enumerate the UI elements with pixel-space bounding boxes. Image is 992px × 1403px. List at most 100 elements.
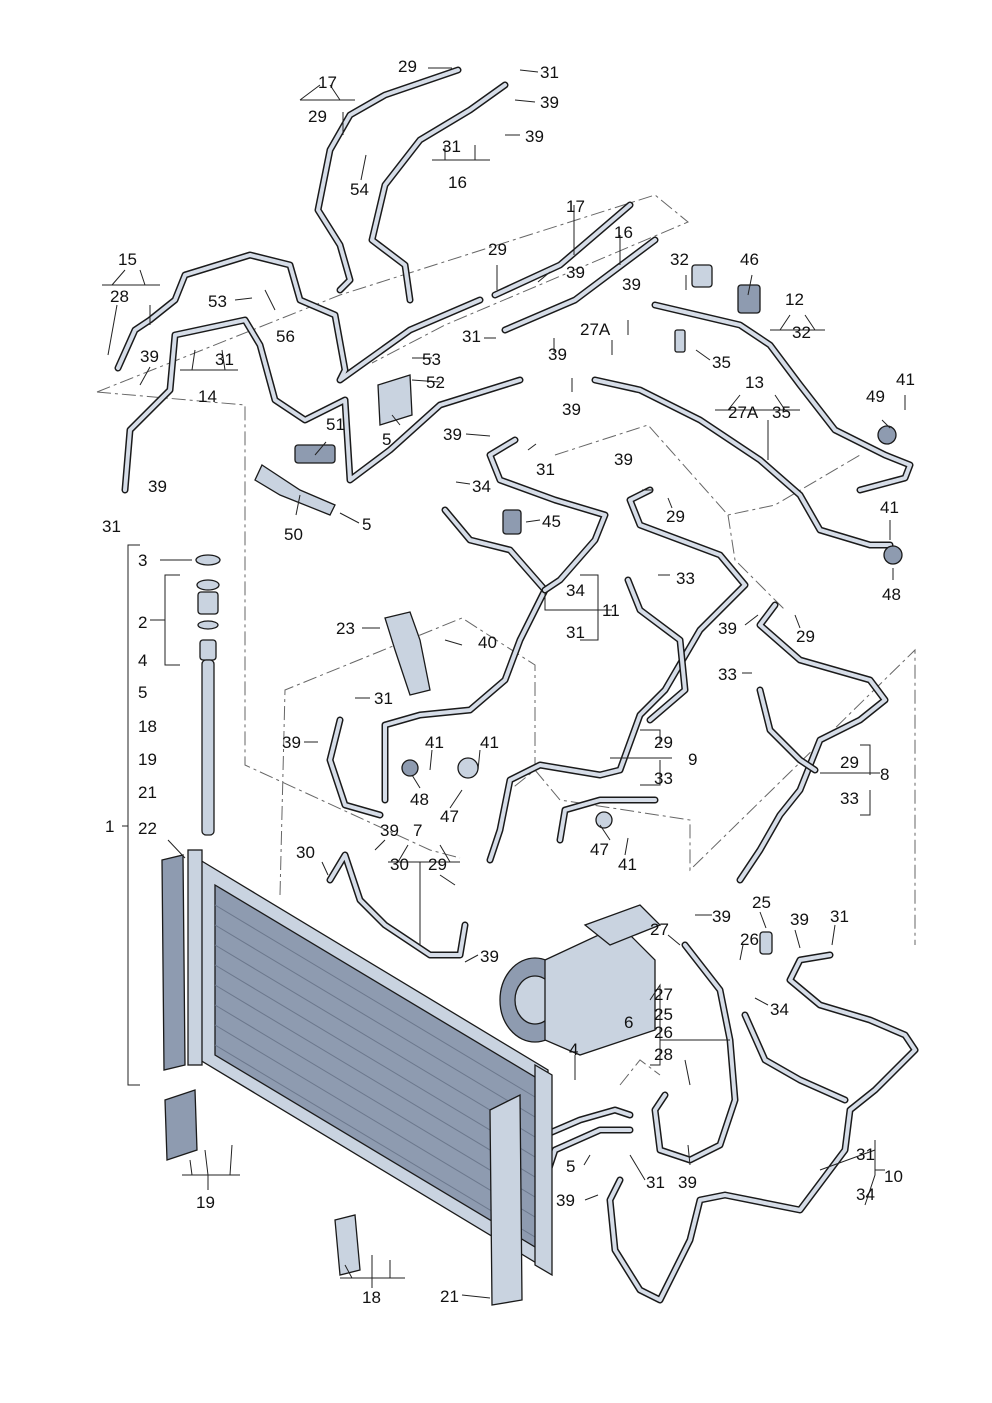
- callout-7: 7: [413, 821, 422, 840]
- clamp-47a: [457, 757, 479, 779]
- hose-compressor-suction: [556, 796, 659, 844]
- condenser-side-tank-left: [187, 849, 203, 1066]
- callout-39: 39: [614, 450, 633, 469]
- seal-strip-22: [161, 854, 186, 1071]
- callout-18: 18: [138, 717, 157, 736]
- callout-27: 27: [654, 985, 673, 1004]
- callout-39: 39: [678, 1173, 697, 1192]
- small-components: [254, 264, 903, 955]
- compressor: [499, 904, 662, 1056]
- hose-17-upper: [491, 201, 634, 299]
- refrigerant-lines: [114, 66, 919, 1304]
- callout-31: 31: [102, 517, 121, 536]
- hose-16-upper: [501, 236, 659, 334]
- hose-8-33: [736, 601, 889, 884]
- callout-32: 32: [670, 250, 689, 269]
- receiver-dryer: [195, 554, 221, 836]
- callout-29: 29: [666, 507, 685, 526]
- callout-30: 30: [390, 855, 409, 874]
- air-guide-21: [489, 1093, 523, 1306]
- callout-51: 51: [326, 415, 345, 434]
- hose-6-28: [651, 941, 739, 1164]
- callout-5: 5: [566, 1157, 575, 1176]
- bracket-19: [164, 1089, 198, 1161]
- holder-51: [294, 444, 336, 464]
- callout-22: 22: [138, 819, 157, 838]
- callout-32: 32: [792, 323, 811, 342]
- callout-14: 14: [198, 387, 217, 406]
- callout-27A: 27A: [728, 403, 759, 422]
- hose-17-29: [314, 66, 462, 294]
- bracket-23: [384, 611, 431, 696]
- valve-32: [691, 264, 713, 288]
- callout-41: 41: [425, 733, 444, 752]
- callout-21: 21: [138, 783, 157, 802]
- callout-34: 34: [770, 1000, 789, 1019]
- callout-4: 4: [569, 1040, 578, 1059]
- callout-35: 35: [772, 403, 791, 422]
- hose-13-35: [591, 376, 894, 549]
- callout-33: 33: [654, 769, 673, 788]
- callout-6: 6: [624, 1013, 633, 1032]
- callout-29: 29: [488, 240, 507, 259]
- callout-31: 31: [442, 137, 461, 156]
- hose-condenser-outlet: [541, 1106, 634, 1139]
- callout-39: 39: [380, 821, 399, 840]
- callout-29: 29: [428, 855, 447, 874]
- callout-29: 29: [398, 57, 417, 76]
- callout-18: 18: [362, 1288, 381, 1307]
- callout-15: 15: [118, 250, 137, 269]
- callout-41: 41: [480, 733, 499, 752]
- callout-39: 39: [282, 733, 301, 752]
- clamp-49: [877, 425, 897, 445]
- callout-31: 31: [646, 1173, 665, 1192]
- condenser-fins: [214, 904, 541, 1241]
- callout-33: 33: [676, 569, 695, 588]
- callout-54: 54: [350, 180, 369, 199]
- callout-31: 31: [374, 689, 393, 708]
- callout-29: 29: [840, 753, 859, 772]
- callout-45: 45: [542, 512, 561, 531]
- callout-49: 49: [866, 387, 885, 406]
- switch-25: [759, 931, 773, 955]
- hose-7-upper: [326, 716, 384, 819]
- callout-4: 4: [138, 651, 147, 670]
- callout-33: 33: [718, 665, 737, 684]
- callout-27A: 27A: [580, 320, 611, 339]
- bracket-50: [254, 464, 336, 516]
- callout-labels: 17 29 29 31 39 39 31 16 54 17 16 29 39 3…: [102, 57, 915, 1307]
- hose-8-lower: [756, 686, 819, 774]
- callout-23: 23: [336, 619, 355, 638]
- callout-31: 31: [856, 1145, 875, 1164]
- callout-19: 19: [138, 750, 157, 769]
- callout-39: 39: [718, 619, 737, 638]
- callout-39: 39: [148, 477, 167, 496]
- condenser-side-tank-right: [534, 1063, 553, 1277]
- callout-29: 29: [308, 107, 327, 126]
- callout-12: 12: [785, 290, 804, 309]
- callout-25: 25: [654, 1005, 673, 1024]
- condenser: [161, 849, 553, 1306]
- hose-9-lower: [624, 576, 689, 724]
- callout-5: 5: [362, 515, 371, 534]
- callout-16: 16: [448, 173, 467, 192]
- hose-9-33: [486, 486, 749, 864]
- callout-39: 39: [140, 347, 159, 366]
- callout-39: 39: [622, 275, 641, 294]
- bracket-52: [377, 374, 413, 426]
- callout-16: 16: [614, 223, 633, 242]
- callout-31: 31: [540, 63, 559, 82]
- callout-39: 39: [525, 127, 544, 146]
- callout-53: 53: [208, 292, 227, 311]
- callout-3: 3: [138, 551, 147, 570]
- callout-5: 5: [138, 683, 147, 702]
- callout-48: 48: [882, 585, 901, 604]
- hose-10-branch: [741, 1011, 849, 1104]
- hose-11-upper: [486, 436, 609, 594]
- callout-1: 1: [105, 817, 114, 836]
- callout-26: 26: [654, 1023, 673, 1042]
- callout-39: 39: [790, 910, 809, 929]
- callout-39: 39: [540, 93, 559, 112]
- hose-12-32: [651, 301, 914, 494]
- callout-41: 41: [880, 498, 899, 517]
